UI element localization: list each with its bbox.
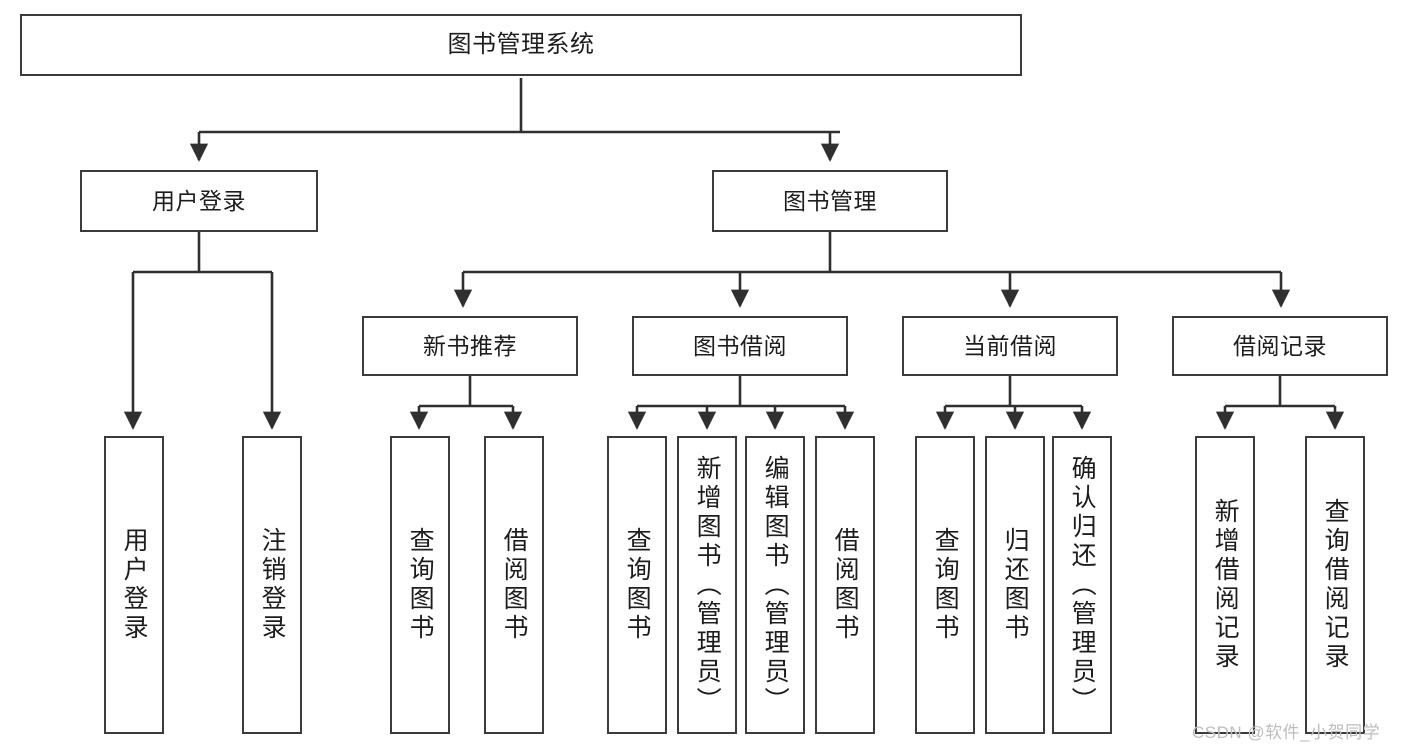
node-label: 查询借阅记录 [1321, 498, 1350, 672]
node-label: 归还图书 [1001, 527, 1030, 643]
node-label: 用户登录 [120, 527, 149, 643]
leaf-borrow-book-recommend[interactable]: 借阅图书 [484, 436, 544, 734]
node-label: 图书借阅 [693, 332, 787, 359]
node-label: 编辑图书（管理员） [761, 454, 790, 716]
node-label: 借阅记录 [1233, 332, 1327, 359]
node-label: 图书管理系统 [447, 31, 595, 59]
node-label: 确认归还（管理员） [1068, 454, 1097, 716]
leaf-query-book-recommend[interactable]: 查询图书 [390, 436, 450, 734]
leaf-confirm-return[interactable]: 确认归还（管理员） [1052, 436, 1112, 734]
node-label: 注销登录 [258, 527, 287, 643]
node-new-book-recommend[interactable]: 新书推荐 [362, 316, 578, 376]
node-current-borrow[interactable]: 当前借阅 [902, 316, 1118, 376]
leaf-query-borrow-record[interactable]: 查询借阅记录 [1305, 436, 1365, 734]
leaf-query-book-borrow[interactable]: 查询图书 [607, 436, 667, 734]
node-root-system[interactable]: 图书管理系统 [20, 14, 1022, 76]
leaf-logout[interactable]: 注销登录 [242, 436, 302, 734]
csdn-watermark: CSDN @软件_小贺同学 [1192, 723, 1381, 742]
node-label: 图书管理 [783, 187, 877, 214]
node-label: 查询图书 [931, 527, 960, 643]
node-book-manage[interactable]: 图书管理 [712, 170, 948, 232]
node-label: 借阅图书 [500, 527, 529, 643]
node-label: 当前借阅 [963, 332, 1057, 359]
node-label: 查询图书 [623, 527, 652, 643]
node-label: 用户登录 [152, 187, 246, 214]
leaf-add-book[interactable]: 新增图书（管理员） [677, 436, 737, 734]
node-label: 借阅图书 [831, 527, 860, 643]
leaf-user-login[interactable]: 用户登录 [104, 436, 164, 734]
node-label: 新书推荐 [423, 332, 517, 359]
node-label: 新增借阅记录 [1211, 498, 1240, 672]
node-user-login[interactable]: 用户登录 [80, 170, 318, 232]
leaf-borrow-book[interactable]: 借阅图书 [815, 436, 875, 734]
leaf-add-borrow-record[interactable]: 新增借阅记录 [1195, 436, 1255, 734]
node-borrow-record[interactable]: 借阅记录 [1172, 316, 1388, 376]
node-label: 查询图书 [406, 527, 435, 643]
leaf-edit-book[interactable]: 编辑图书（管理员） [745, 436, 805, 734]
leaf-return-book[interactable]: 归还图书 [985, 436, 1045, 734]
leaf-query-book-current[interactable]: 查询图书 [915, 436, 975, 734]
node-label: 新增图书（管理员） [693, 454, 722, 716]
node-book-borrow[interactable]: 图书借阅 [632, 316, 848, 376]
